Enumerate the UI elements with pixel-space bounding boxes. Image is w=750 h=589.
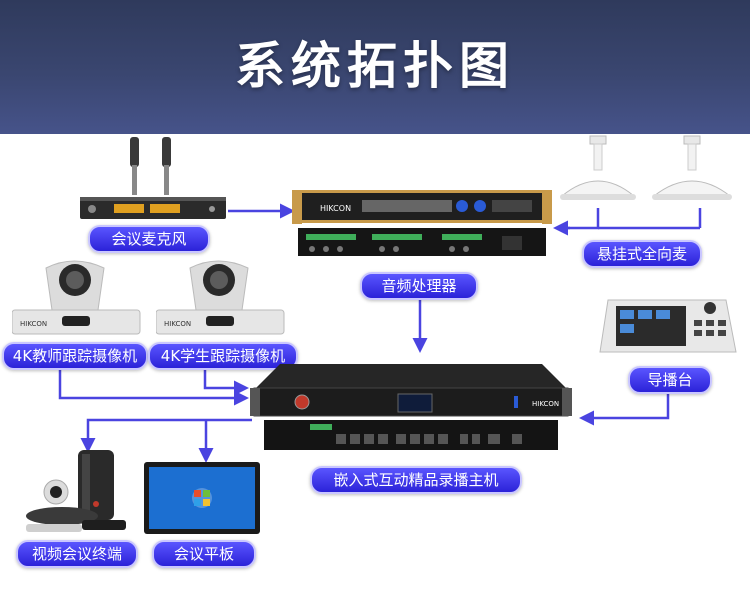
video-terminal-icon [22,446,132,541]
link-director-to-recorder [582,390,668,418]
student-camera-icon: HIKCON [156,254,286,340]
svg-text:HIKCON: HIKCON [164,320,191,328]
link-teachercam-to-recorder [60,367,246,398]
label-video-terminal: 视频会议终端 [16,540,138,568]
director-console-icon [598,296,738,358]
hanging-mic-icon [556,132,746,212]
wireless-mic-receiver-icon [78,135,228,225]
conference-tablet-icon [142,460,264,538]
label-audio-processor: 音频处理器 [360,272,478,300]
recorder-host-icon: HIKCON [250,360,572,455]
link-studentcam-to-recorder [205,367,246,388]
label-recorder: 嵌入式互动精品录播主机 [310,466,522,494]
svg-text:HIKCON: HIKCON [20,320,47,328]
svg-text:HIKCON: HIKCON [320,204,351,213]
label-hanging-mic: 悬挂式全向麦 [582,240,702,268]
label-director: 导播台 [628,366,712,394]
label-teacher-cam: 4K教师跟踪摄像机 [2,342,148,370]
label-mic: 会议麦克风 [88,225,210,253]
teacher-camera-icon: HIKCON [12,254,142,340]
svg-text:HIKCON: HIKCON [532,400,559,408]
label-tablet: 会议平板 [152,540,256,568]
audio-processor-icon: HIKCON [292,186,552,266]
